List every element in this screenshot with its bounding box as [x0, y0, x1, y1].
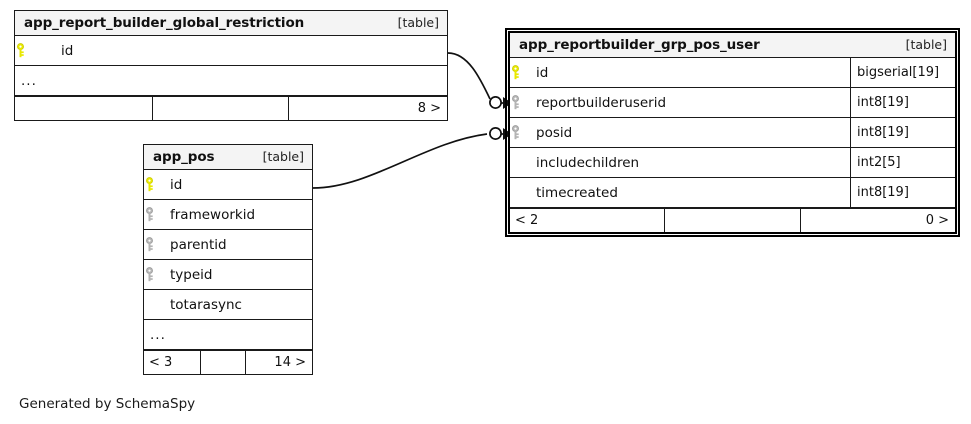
table-row[interactable]: id	[15, 36, 447, 66]
column-label: frameworkid	[170, 206, 256, 223]
table-row[interactable]: frameworkid	[144, 200, 312, 230]
column-name-cell: parentid	[163, 230, 312, 259]
no-key-spacer	[144, 290, 163, 319]
table-header: app_report_builder_global_restriction [t…	[15, 11, 447, 36]
generated-by-note: Generated by SchemaSpy	[19, 396, 196, 412]
foreign-key-icon	[144, 200, 163, 229]
table-row[interactable]: includechildren int2[5]	[510, 148, 955, 178]
column-label: timecreated	[536, 184, 618, 201]
table-footer: < 3 14 >	[144, 350, 312, 374]
column-name-cell: reportbuilderuserid	[529, 88, 850, 117]
table-header: app_reportbuilder_grp_pos_user [table]	[510, 33, 955, 58]
foreign-key-icon	[510, 88, 529, 117]
column-label: posid	[536, 124, 573, 141]
column-name-cell: typeid	[163, 260, 312, 289]
column-name-cell: id	[529, 58, 850, 87]
column-label: id	[536, 64, 549, 81]
footer-parents-count[interactable]: < 3	[144, 351, 201, 374]
edge-pos-to-posid	[312, 127, 512, 189]
footer-middle-cell	[665, 209, 801, 232]
table-row[interactable]: id	[144, 170, 312, 200]
footer-middle-cell	[153, 97, 289, 120]
table-row[interactable]: totarasync	[144, 290, 312, 320]
primary-key-icon	[144, 170, 163, 199]
table-type-tag: [table]	[397, 15, 439, 30]
table-more-columns-row[interactable]: ...	[144, 320, 312, 350]
table-row[interactable]: reportbuilderuserid int8[19]	[510, 88, 955, 118]
foreign-key-icon	[144, 230, 163, 259]
primary-key-icon	[15, 36, 34, 65]
footer-children-count[interactable]: 0 >	[925, 213, 949, 228]
table-name: app_report_builder_global_restriction	[24, 14, 305, 31]
table-footer: < 2 0 >	[510, 208, 955, 232]
no-key-spacer	[510, 178, 529, 207]
column-label: reportbuilderuserid	[536, 94, 667, 111]
table-more-columns-row[interactable]: ...	[15, 66, 447, 96]
table-name: app_pos	[153, 148, 215, 165]
table-row[interactable]: typeid	[144, 260, 312, 290]
table-app-reportbuilder-grp-pos-user[interactable]: app_reportbuilder_grp_pos_user [table] i…	[504, 27, 961, 238]
column-label: id	[170, 176, 183, 193]
column-label: parentid	[170, 236, 227, 253]
table-app-report-builder-global-restriction[interactable]: app_report_builder_global_restriction [t…	[14, 10, 448, 121]
column-type: int8[19]	[850, 88, 955, 117]
column-name-cell: totarasync	[163, 290, 312, 319]
ellipsis-cell: ...	[15, 66, 447, 95]
column-type: bigserial[19]	[850, 58, 955, 87]
table-name: app_reportbuilder_grp_pos_user	[519, 36, 760, 53]
column-label: typeid	[170, 266, 213, 283]
column-name-cell: frameworkid	[163, 200, 312, 229]
column-name-cell: id	[163, 170, 312, 199]
column-label: id	[61, 42, 74, 59]
table-row[interactable]: posid int8[19]	[510, 118, 955, 148]
column-name-cell: posid	[529, 118, 850, 147]
table-row[interactable]: parentid	[144, 230, 312, 260]
edge-global-restriction-to-reportbuilderuserid	[447, 52, 512, 109]
footer-children-count[interactable]: 14 >	[274, 355, 306, 370]
table-header: app_pos [table]	[144, 145, 312, 170]
footer-middle-cell	[201, 351, 246, 374]
table-footer: 8 >	[15, 96, 447, 120]
table-row[interactable]: id bigserial[19]	[510, 58, 955, 88]
footer-parents-count[interactable]: < 2	[510, 209, 665, 232]
primary-key-icon	[510, 58, 529, 87]
foreign-key-icon	[144, 260, 163, 289]
footer-children-count[interactable]: 8 >	[417, 101, 441, 116]
table-row[interactable]: timecreated int8[19]	[510, 178, 955, 208]
column-label: includechildren	[536, 154, 640, 171]
foreign-key-icon	[510, 118, 529, 147]
ellipsis-label: ...	[150, 326, 166, 343]
footer-parents-count[interactable]	[15, 97, 153, 120]
column-name-cell: includechildren	[529, 148, 850, 177]
table-app-pos[interactable]: app_pos [table] id	[143, 144, 313, 375]
column-name-cell: id	[34, 36, 447, 65]
column-name-cell: timecreated	[529, 178, 850, 207]
ellipsis-cell: ...	[144, 320, 312, 349]
column-label: totarasync	[170, 296, 242, 313]
column-type: int8[19]	[850, 178, 955, 207]
column-type: int8[19]	[850, 118, 955, 147]
table-type-tag: [table]	[262, 149, 304, 164]
column-type: int2[5]	[850, 148, 955, 177]
ellipsis-label: ...	[21, 72, 37, 89]
no-key-spacer	[510, 148, 529, 177]
table-type-tag: [table]	[905, 37, 947, 52]
